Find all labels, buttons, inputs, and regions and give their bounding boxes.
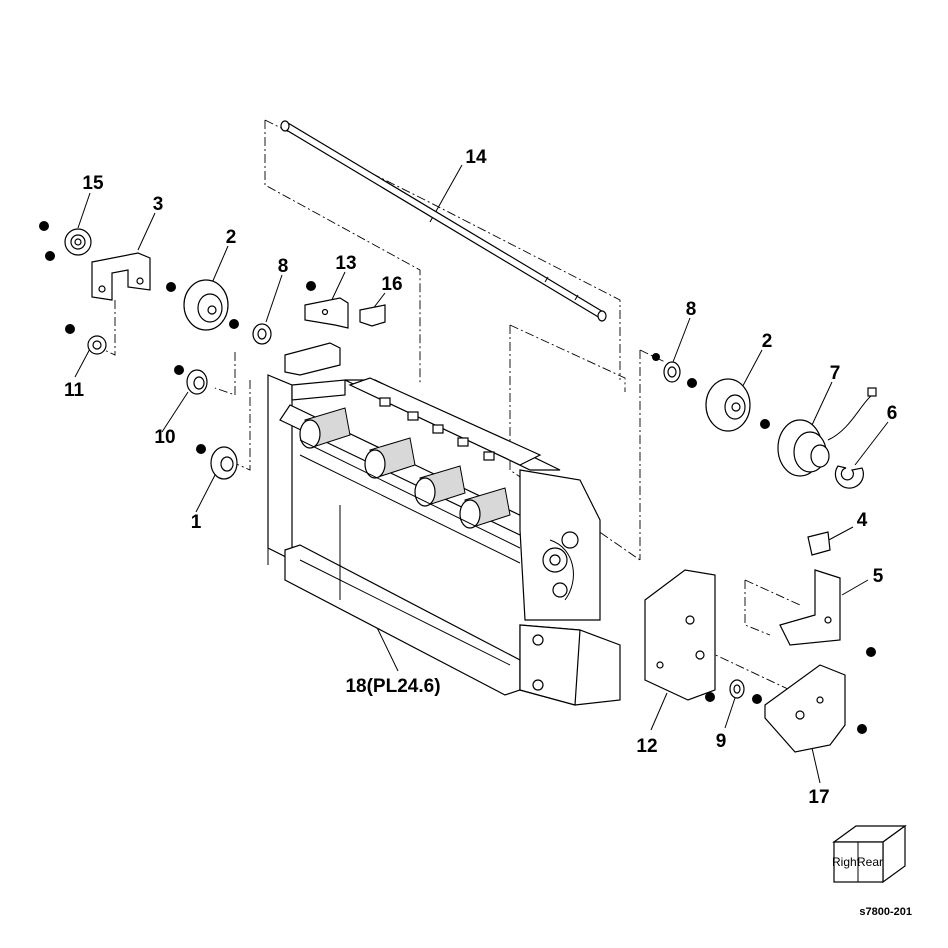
gear-2-right bbox=[705, 378, 751, 432]
plate-14 bbox=[644, 569, 716, 701]
bracket-upper-left bbox=[284, 342, 341, 376]
callout-11: 15 bbox=[82, 173, 104, 194]
orientation-rear-label: Rear bbox=[857, 855, 883, 869]
bracket-3 bbox=[91, 252, 151, 301]
orientation-right-label: Right bbox=[832, 855, 861, 869]
callout-10: 14 bbox=[465, 147, 487, 168]
callout-9: 9 bbox=[716, 731, 727, 752]
callout-labels: 14 15 3 2 8 13 16 11 10 1 8 2 7 6 4 5 18… bbox=[64, 147, 897, 808]
callout-12: 10 bbox=[154, 427, 175, 448]
bearing-9 bbox=[729, 679, 745, 699]
bearing-8-left bbox=[252, 323, 272, 345]
orientation-cube: Right Rear bbox=[832, 824, 907, 884]
bracket-16 bbox=[304, 297, 349, 329]
gear-11 bbox=[64, 228, 92, 256]
sensor-17 bbox=[359, 304, 386, 327]
clip-6 bbox=[834, 465, 865, 489]
gear-1 bbox=[210, 446, 238, 480]
sensor-4 bbox=[807, 531, 831, 556]
frame-assembly-18 bbox=[267, 374, 621, 706]
figure-id: s7800-201 bbox=[859, 906, 912, 918]
gear-13 bbox=[87, 335, 107, 355]
bearing-8-right bbox=[663, 361, 681, 383]
callout-6: 6 bbox=[887, 403, 898, 424]
callout-15: 17 bbox=[808, 787, 829, 808]
shaft-10 bbox=[280, 120, 607, 322]
motor-7 bbox=[777, 387, 877, 477]
callout-8-right: 8 bbox=[686, 299, 697, 320]
callout-2-left: 2 bbox=[226, 227, 237, 248]
callout-13: 11 bbox=[64, 380, 85, 401]
gear-12 bbox=[186, 369, 208, 395]
bracket-5 bbox=[779, 569, 841, 646]
leader-lines bbox=[74, 164, 889, 784]
callout-8-left: 8 bbox=[278, 256, 289, 277]
callout-3: 3 bbox=[153, 194, 164, 215]
callout-5: 5 bbox=[873, 566, 884, 587]
screw-markers bbox=[39, 221, 876, 734]
callout-18: 18(PL24.6) bbox=[345, 676, 440, 697]
callout-2-right: 2 bbox=[762, 331, 773, 352]
callout-14: 12 bbox=[636, 736, 657, 757]
callout-7: 7 bbox=[830, 363, 841, 384]
roller-set bbox=[299, 407, 521, 564]
callout-17: 16 bbox=[381, 274, 402, 295]
callout-16: 13 bbox=[335, 253, 356, 274]
bracket-15 bbox=[764, 664, 846, 753]
callout-1: 1 bbox=[191, 512, 202, 533]
callout-4: 4 bbox=[857, 510, 868, 531]
gear-2-left bbox=[183, 279, 229, 331]
